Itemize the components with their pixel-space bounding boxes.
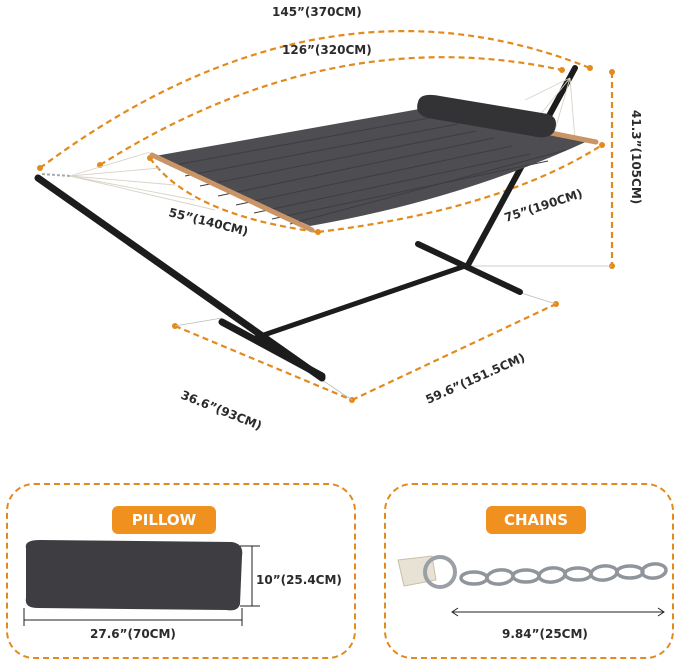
bed-width-label: 55”(140CM) — [167, 205, 249, 238]
spreader-bar-left — [149, 152, 315, 233]
pillow-panel — [6, 483, 356, 659]
base-depth-line — [351, 303, 557, 401]
bed-diagonal-arc — [317, 144, 603, 234]
bed-length-arc — [99, 56, 563, 166]
bed-length-label: 126”(320CM) — [282, 43, 372, 57]
hammock-ropes — [69, 77, 576, 211]
pillow-image — [25, 540, 243, 611]
stand-height-label: 41.3”(105CM) — [629, 110, 643, 204]
base-width-label: 36.6”(93CM) — [179, 388, 264, 433]
pillow-height-label: 10”(25.4CM) — [256, 573, 342, 587]
hammock-bed — [155, 108, 590, 226]
chains-panel — [384, 483, 674, 659]
base-depth-label: 59.6”(151.5CM) — [424, 350, 528, 406]
chain-length-label: 9.84”(25CM) — [502, 627, 588, 641]
overall-length-arc — [39, 30, 591, 169]
headrest-pillow — [417, 94, 556, 138]
pillow-length-label: 27.6”(70CM) — [90, 627, 176, 641]
chain-image — [397, 555, 668, 589]
base-width-line — [174, 324, 353, 402]
chains-badge: CHAINS — [486, 506, 586, 534]
overall-length-label: 145”(370CM) — [272, 5, 362, 19]
pillow-badge: PILLOW — [112, 506, 216, 534]
bed-diagonal-label: 75”(190CM) — [503, 186, 585, 224]
